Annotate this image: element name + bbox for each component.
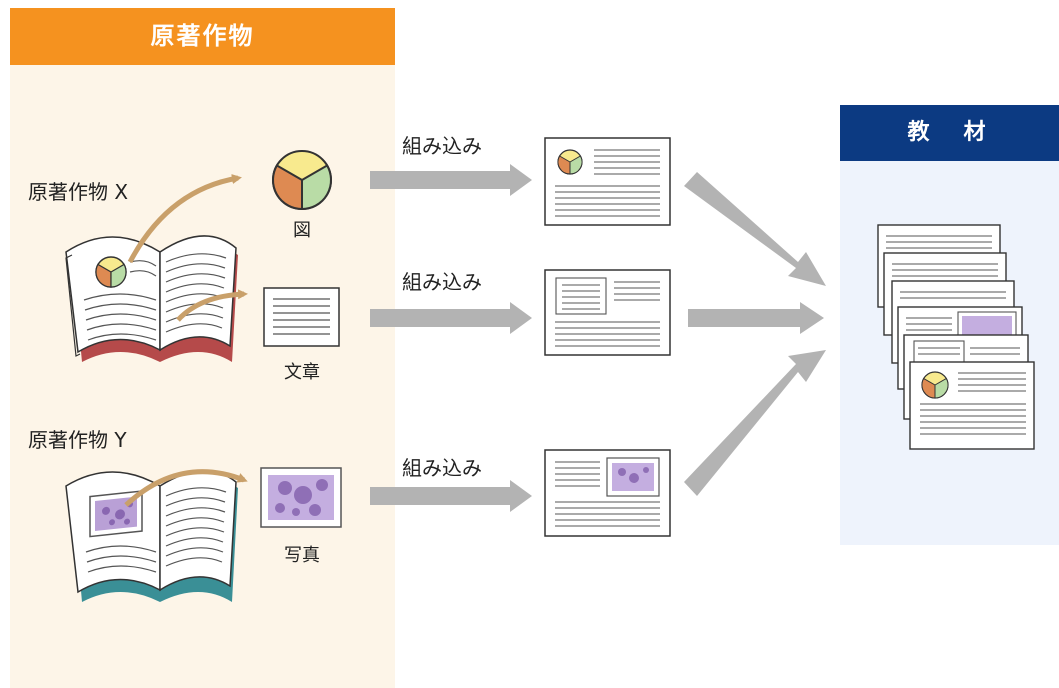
embed-arrows bbox=[370, 164, 532, 512]
merge-arrow-top bbox=[684, 172, 826, 286]
embed-arrow-2 bbox=[370, 302, 532, 334]
page-with-text bbox=[544, 269, 671, 356]
book-y-icon bbox=[65, 470, 238, 602]
page-with-figure bbox=[544, 137, 671, 226]
embed-label-2: 組み込み bbox=[402, 270, 482, 294]
text-document-icon bbox=[263, 287, 340, 347]
embed-label-3: 組み込み bbox=[402, 456, 482, 480]
source-panel-header: 原著作物 bbox=[10, 8, 395, 65]
embed-arrow-3 bbox=[370, 480, 532, 512]
photo-icon bbox=[260, 467, 342, 528]
teaching-material-stack bbox=[877, 224, 1035, 450]
work-y-label: 原著作物 Y bbox=[28, 428, 127, 452]
embed-arrow-1 bbox=[370, 164, 532, 196]
pie-chart-icon bbox=[272, 150, 332, 211]
teaching-material-header: 教 材 bbox=[840, 105, 1059, 161]
curved-arrow-to-figure bbox=[127, 174, 242, 264]
work-x-label: 原著作物 X bbox=[28, 180, 129, 204]
page-with-photo bbox=[544, 449, 671, 537]
text-label: 文章 bbox=[284, 362, 320, 383]
curved-arrow-to-photo bbox=[124, 469, 248, 507]
merge-arrow-bottom bbox=[684, 350, 826, 496]
photo-label: 写真 bbox=[284, 545, 320, 566]
figure-label: 図 bbox=[293, 220, 311, 241]
embed-label-1: 組み込み bbox=[402, 134, 482, 158]
curved-arrow-to-text bbox=[176, 289, 248, 322]
merge-arrow-middle bbox=[688, 302, 824, 334]
merge-arrows bbox=[684, 172, 826, 496]
